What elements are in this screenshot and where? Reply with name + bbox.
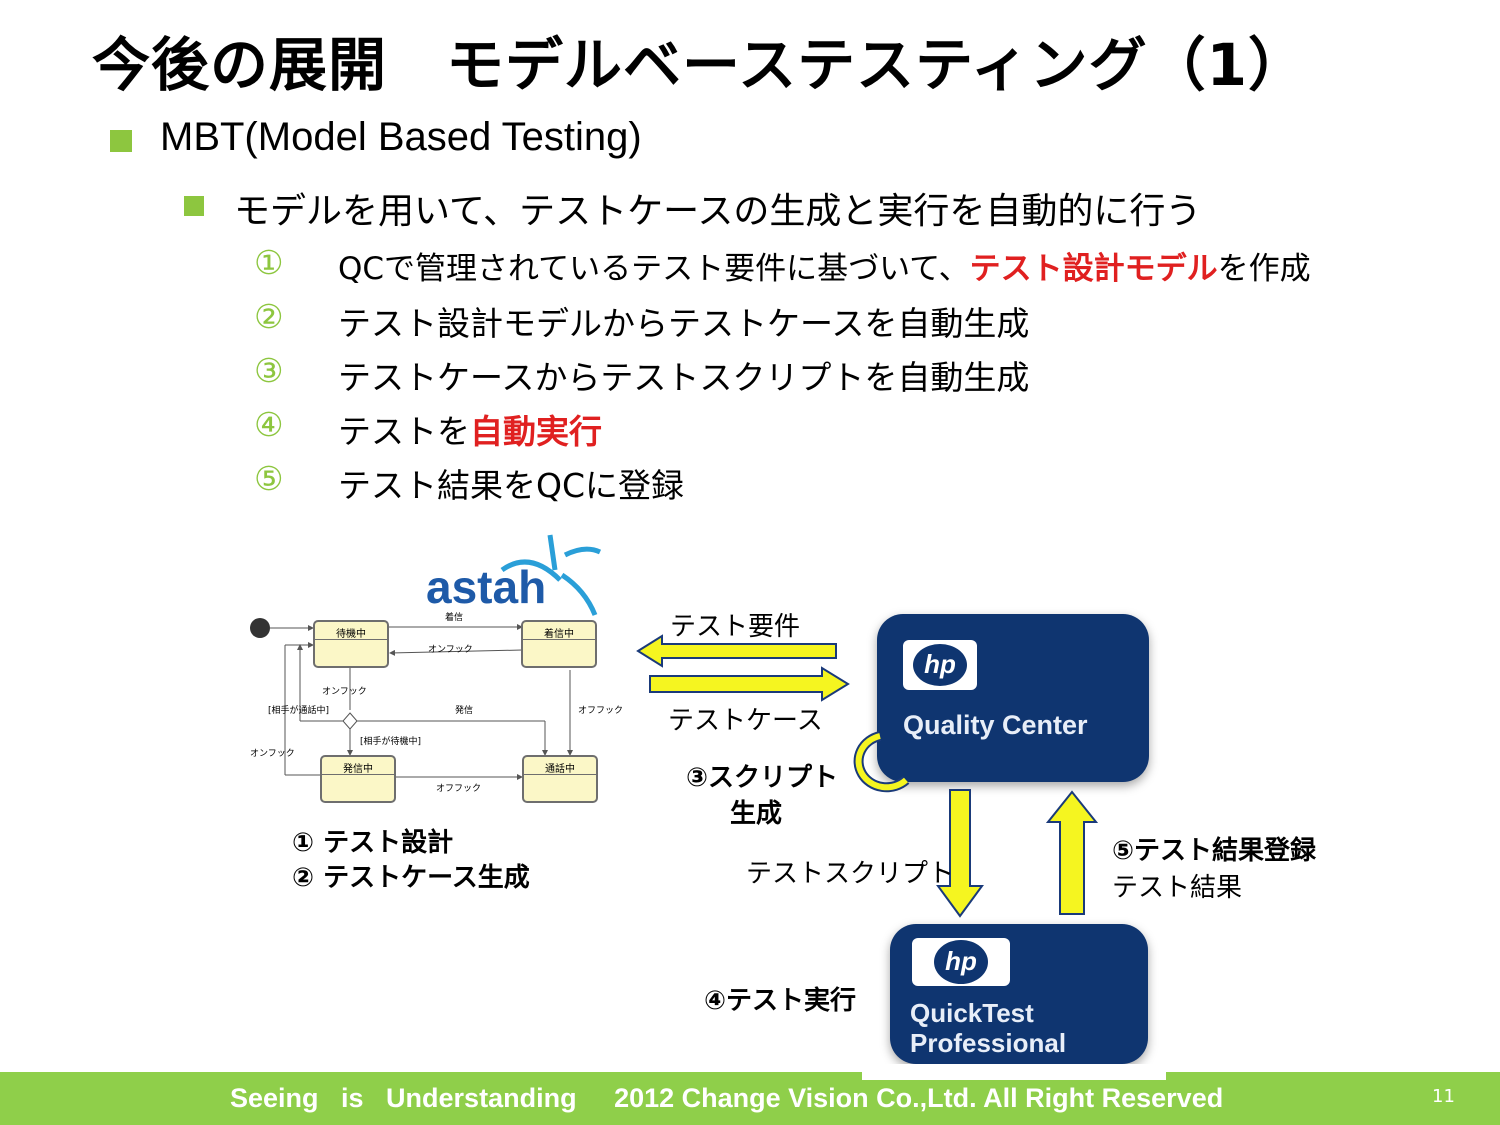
footer-text: Seeing is Understanding 2012 Change Visi… bbox=[230, 1083, 1224, 1113]
bullet-mbt-description: モデルを用いて、テストケースの生成と実行を自動的に行う bbox=[234, 191, 1202, 232]
quality-center-box: hp Quality Center bbox=[877, 614, 1149, 782]
step-3: テストケースからテストスクリプトを自動生成 bbox=[338, 358, 1030, 397]
step-2: テスト設計モデルからテストケースを自動生成 bbox=[338, 304, 1030, 343]
state-node: 発信中 bbox=[320, 755, 396, 803]
label-test-execution: ④テスト実行 bbox=[704, 986, 857, 1016]
label-test-result: テスト結果 bbox=[1112, 873, 1243, 903]
label-test-requirement: テスト要件 bbox=[670, 612, 801, 642]
step-4: テストを自動実行 bbox=[338, 405, 602, 453]
step-1-text: QCで管理されているテスト要件に基づいて、 bbox=[338, 251, 970, 287]
professional-label: Professional bbox=[910, 1028, 1067, 1058]
arrow-down-icon bbox=[936, 789, 984, 918]
transition-label: オンフック bbox=[322, 687, 367, 697]
step-4-text: テストを bbox=[338, 412, 470, 451]
footer-notch bbox=[862, 1064, 1166, 1080]
page-number: 11 bbox=[1432, 1086, 1455, 1107]
label-script-generation-2: 生成 bbox=[730, 799, 783, 829]
step-5: テスト結果をQCに登録 bbox=[338, 466, 685, 505]
circular-arrow-icon bbox=[853, 731, 910, 793]
transition-label: 着信 bbox=[445, 613, 464, 623]
step-4-highlight: 自動実行 bbox=[470, 412, 602, 451]
astah-logo: astah bbox=[426, 561, 547, 613]
step-1-highlight: テスト設計モデル bbox=[969, 251, 1218, 287]
label-script-generation: ③スクリプト bbox=[686, 763, 839, 793]
step-number: ⑤ bbox=[254, 459, 284, 498]
caption-test-design: ① テスト設計 bbox=[292, 828, 454, 858]
transition-label: オンフック bbox=[250, 749, 295, 759]
footer-bar bbox=[0, 1072, 1500, 1125]
transition-label: オフフック bbox=[578, 706, 624, 716]
transition-label: オフフック bbox=[436, 784, 482, 794]
state-machine-lines bbox=[250, 618, 573, 780]
transition-label: 発信 bbox=[455, 706, 474, 716]
bullet-marker bbox=[110, 130, 132, 152]
slide-title: 今後の展開 モデルベーステスティング（1） bbox=[92, 31, 1307, 99]
label-result-registration: ⑤テスト結果登録 bbox=[1112, 836, 1317, 866]
arrow-right-icon bbox=[649, 666, 850, 702]
astah-swoosh-icon bbox=[500, 534, 602, 616]
label-testcase: テストケース bbox=[668, 706, 823, 736]
step-number: ① bbox=[254, 243, 284, 282]
step-number: ③ bbox=[254, 351, 284, 390]
state-node: 待機中 bbox=[313, 620, 389, 668]
step-1-text-after: を作成 bbox=[1217, 251, 1311, 287]
step-number: ② bbox=[254, 297, 284, 336]
state-node: 通話中 bbox=[522, 755, 598, 803]
arrows-vertical bbox=[936, 789, 1099, 918]
caption-testcase-generation: ② テストケース生成 bbox=[292, 863, 530, 893]
hp-logo-icon: hp bbox=[912, 938, 1010, 986]
quicktest-label: QuickTest bbox=[910, 998, 1034, 1028]
quality-center-label: Quality Center bbox=[903, 710, 1088, 740]
step-1: QCで管理されているテスト要件に基づいて、テスト設計モデルを作成 bbox=[338, 243, 1311, 288]
quicktest-professional-box: hp QuickTest Professional bbox=[890, 924, 1148, 1064]
arrow-up-icon bbox=[1045, 790, 1099, 915]
arrow-left-icon bbox=[636, 634, 837, 668]
state-node: 着信中 bbox=[521, 620, 597, 668]
bullet-mbt: MBT(Model Based Testing) bbox=[160, 115, 642, 159]
transition-label: [相手が待機中] bbox=[360, 737, 422, 747]
arrows-horizontal bbox=[636, 634, 850, 702]
bullet-marker bbox=[184, 196, 204, 216]
step-number: ④ bbox=[254, 405, 284, 444]
label-test-script: テストスクリプト bbox=[746, 859, 955, 889]
transition-label: [相手が通話中] bbox=[268, 706, 330, 716]
transition-label: オンフック bbox=[428, 645, 473, 655]
hp-logo-icon: hp bbox=[903, 640, 977, 690]
